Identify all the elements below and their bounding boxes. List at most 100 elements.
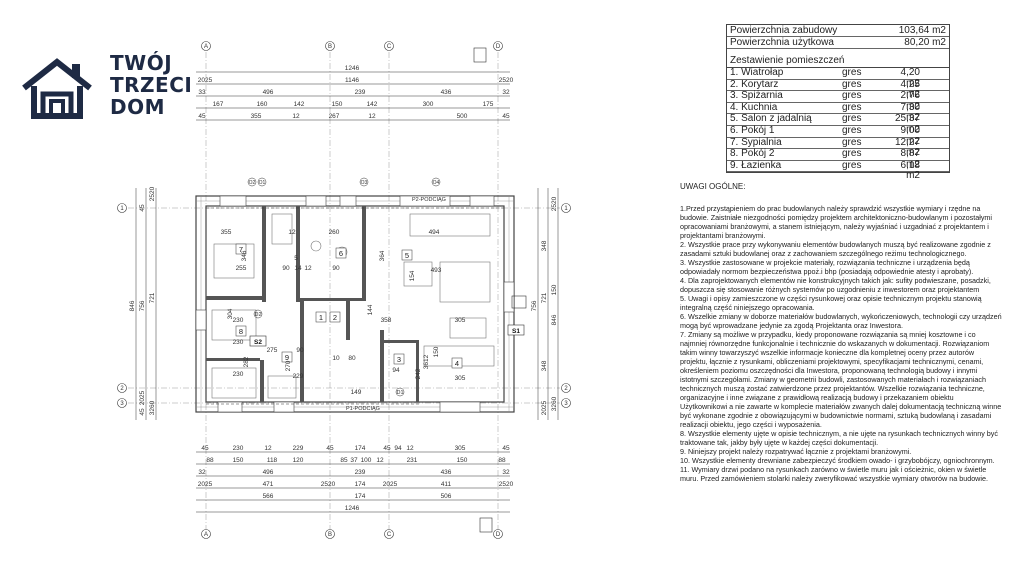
dim-top-r2-1: 496 bbox=[263, 89, 274, 96]
dim-right-3: 150 bbox=[551, 284, 558, 295]
inner-dim-30: 305 bbox=[455, 375, 466, 382]
room-area: 6,18 m2 bbox=[900, 159, 920, 182]
room-number-4: 4 bbox=[455, 359, 459, 368]
dim-top-r4-1: 355 bbox=[251, 113, 262, 120]
inner-dim-33: 304 bbox=[227, 308, 234, 319]
dim-bot-r1-7: 94 bbox=[394, 445, 402, 452]
dim-left-6: 3260 bbox=[149, 400, 156, 415]
inner-dim-26: 80 bbox=[348, 355, 356, 362]
dim-bot-r1-9: 305 bbox=[455, 445, 466, 452]
dim-left-7: 45 bbox=[139, 408, 146, 416]
inner-dim-5: 255 bbox=[236, 265, 247, 272]
inner-dim-28: 150 bbox=[433, 346, 440, 357]
dim-right-0: 348 bbox=[541, 240, 548, 251]
dim-bot-r3-1: 496 bbox=[263, 469, 274, 476]
room-floor: gres bbox=[842, 101, 862, 113]
room-name: 9. Łazienka bbox=[730, 159, 782, 171]
room-name: 7. Sypialnia bbox=[730, 136, 782, 148]
dim-left-4: 45 bbox=[139, 204, 146, 212]
usable-area-row: Powierzchnia użytkowa 80,20 m2 bbox=[727, 37, 949, 49]
dim-right-5: 348 bbox=[541, 360, 548, 371]
dim-bot-r2-7: 12 bbox=[376, 457, 384, 464]
dim-left-0: 846 bbox=[129, 300, 136, 311]
dim-top-r3-0: 167 bbox=[213, 101, 224, 108]
axis-bottom-a: A bbox=[204, 532, 208, 538]
room-floor: gres bbox=[842, 67, 862, 78]
house-logo-icon bbox=[22, 58, 92, 119]
rooms-title: Zestawienie pomieszczeń bbox=[730, 55, 845, 66]
dim-bot-r4-2: 2520 bbox=[321, 481, 336, 488]
brand-line-3: DOM bbox=[110, 95, 166, 119]
label-podciag-top: P2-PODCIĄG bbox=[412, 197, 446, 203]
room-name: 4. Kuchnia bbox=[730, 101, 778, 113]
inner-dim-17: 230 bbox=[233, 317, 244, 324]
room-name: 8. Pokój 2 bbox=[730, 148, 775, 160]
room-floor: gres bbox=[842, 159, 862, 171]
dim-bot-r4-5: 411 bbox=[441, 481, 452, 488]
label-d1: D1 bbox=[396, 390, 403, 396]
axis-top-b: B bbox=[328, 44, 332, 50]
axis-bottom-d: D bbox=[496, 532, 501, 538]
inner-dim-21: 229 bbox=[293, 373, 304, 380]
inner-dim-10: 5 bbox=[294, 255, 298, 262]
dim-bot-r1-6: 45 bbox=[383, 445, 391, 452]
table-row: 9. Łazienka gres 6,18 m2 bbox=[727, 159, 949, 182]
room-area: 12,27 m2 bbox=[894, 136, 920, 159]
dim-bot-r2-8: 231 bbox=[407, 457, 418, 464]
note-1: 1.Przed przystąpieniem do prac budowlany… bbox=[680, 204, 993, 240]
label-s2: S2 bbox=[254, 339, 262, 346]
dim-bot-overall: 1246 bbox=[345, 505, 360, 512]
room-number-1: 1 bbox=[319, 313, 323, 322]
label-d2: D2 bbox=[254, 312, 261, 318]
dim-top-r3-5: 300 bbox=[423, 101, 434, 108]
dim-bot-r3-4: 32 bbox=[502, 469, 510, 476]
dim-top-r2-0: 33 bbox=[198, 89, 206, 96]
dim-left-2: 721 bbox=[149, 292, 156, 303]
room-floor: gres bbox=[842, 148, 862, 160]
dim-bot-r2-4: 85 bbox=[340, 457, 348, 464]
dim-bot-r1-1: 230 bbox=[233, 445, 244, 452]
dim-top-r4-6: 45 bbox=[502, 113, 510, 120]
dim-bot-r2-2: 118 bbox=[267, 457, 278, 464]
column-o4: O4 bbox=[433, 180, 440, 186]
built-area-row: Powierzchnia zabudowy 103,64 m2 bbox=[727, 25, 949, 37]
dim-top-r1-2: 2520 bbox=[499, 77, 514, 84]
axis-right-1: 1 bbox=[564, 206, 568, 212]
room-floor: gres bbox=[842, 136, 862, 148]
dim-right-2: 721 bbox=[541, 292, 548, 303]
inner-dim-13: 154 bbox=[409, 270, 416, 281]
dim-top-r2-2: 239 bbox=[355, 89, 366, 96]
note-10: 10. Wszystkie elementy drewniane zabezpi… bbox=[680, 456, 995, 465]
room-area: 25,37 m2 bbox=[894, 113, 920, 135]
built-area-value: 103,64 m2 bbox=[898, 25, 946, 36]
dim-bot-r2-1: 150 bbox=[233, 457, 244, 464]
room-floor: gres bbox=[842, 113, 862, 125]
dim-bot-r5-1: 174 bbox=[355, 493, 366, 500]
room-number-9: 9 bbox=[285, 353, 289, 362]
column-o2: O2 bbox=[249, 180, 256, 186]
room-number-5: 5 bbox=[405, 251, 409, 260]
axis-bottom-b: B bbox=[328, 532, 332, 538]
inner-dim-2: 260 bbox=[329, 229, 340, 236]
dim-top-r2-4: 32 bbox=[502, 89, 510, 96]
inner-dim-0: 355 bbox=[221, 229, 232, 236]
dim-top-r1-1: 1146 bbox=[345, 77, 359, 84]
dim-bot-r2-3: 120 bbox=[293, 457, 304, 464]
inner-dim-32: 149 bbox=[351, 389, 362, 396]
dim-top-r4-0: 45 bbox=[198, 113, 206, 120]
dim-bot-r1-2: 12 bbox=[264, 445, 272, 452]
table-row: 7. Sypialnia gres 12,27 m2 bbox=[727, 136, 949, 159]
column-o1: O1 bbox=[259, 180, 266, 186]
note-8: 8. Wszystkie elementy ujęte w opisie tec… bbox=[680, 429, 998, 447]
dim-left-5: 2025 bbox=[139, 390, 146, 405]
floor-plan: A B C D A B C D 1 2 3 1 2 3 1246 2025 11… bbox=[117, 41, 571, 539]
dim-bot-r3-3: 436 bbox=[441, 469, 452, 476]
inner-dim-24: 270 bbox=[285, 360, 292, 371]
dim-top-r3-4: 142 bbox=[367, 101, 378, 108]
inner-dim-11: 364 bbox=[379, 250, 386, 261]
